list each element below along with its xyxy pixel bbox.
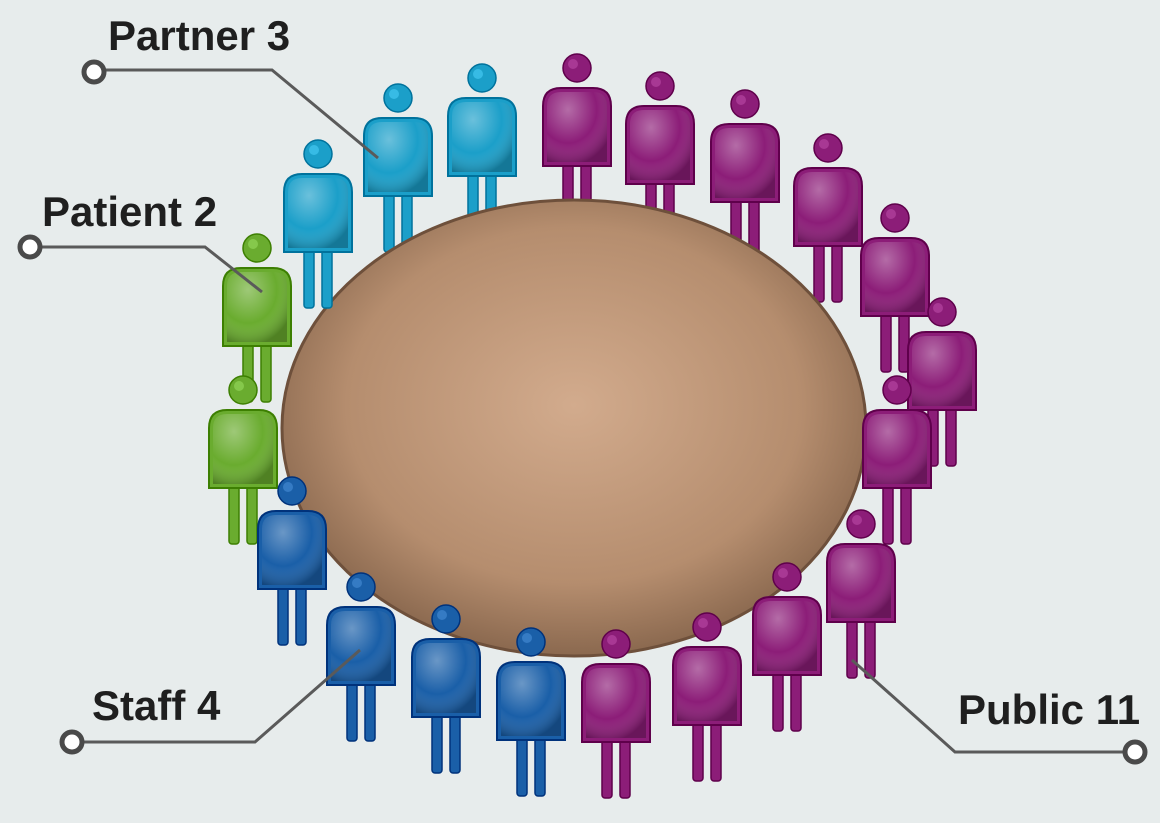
partner-person-icon	[447, 63, 517, 233]
leader-line	[82, 648, 361, 744]
leader-line	[41, 245, 263, 294]
public-person-icon	[793, 133, 863, 303]
public-person-icon	[710, 89, 780, 259]
public-person-icon	[542, 53, 612, 223]
group-callouts: Partner 3 Patient 2 Staff 4 Public 11	[17, 12, 1148, 765]
callout-dot	[17, 234, 43, 260]
public-person-icon	[860, 203, 930, 373]
public-person-icon	[907, 297, 977, 467]
staff-person-icon	[411, 604, 481, 774]
callout-label-staff: Staff 4	[92, 682, 221, 729]
staff-person-icon	[496, 627, 566, 797]
callout-public: Public 11	[851, 658, 1148, 765]
front-row-people	[208, 139, 932, 799]
partner-person-icon	[363, 83, 433, 253]
public-person-icon	[752, 562, 822, 732]
public-person-icon	[672, 612, 742, 782]
patient-person-icon	[208, 375, 278, 545]
callout-label-patient: Patient 2	[42, 188, 217, 235]
public-person-icon	[581, 629, 651, 799]
leader-line	[851, 658, 1125, 754]
partner-person-icon	[283, 139, 353, 309]
callout-patient: Patient 2	[17, 188, 263, 294]
callout-dot	[59, 729, 85, 755]
callout-partner: Partner 3	[81, 12, 379, 160]
back-row-people	[363, 53, 977, 467]
callout-dot	[81, 59, 107, 85]
patient-person-icon	[222, 233, 292, 403]
callout-dot	[1122, 739, 1148, 765]
public-person-icon	[862, 375, 932, 545]
callout-label-public: Public 11	[958, 686, 1140, 733]
callout-staff: Staff 4	[59, 648, 361, 755]
callout-label-partner: Partner 3	[108, 12, 290, 59]
public-person-icon	[625, 71, 695, 241]
leader-line	[103, 68, 379, 160]
staff-person-icon	[257, 476, 327, 646]
public-person-icon	[826, 509, 896, 679]
